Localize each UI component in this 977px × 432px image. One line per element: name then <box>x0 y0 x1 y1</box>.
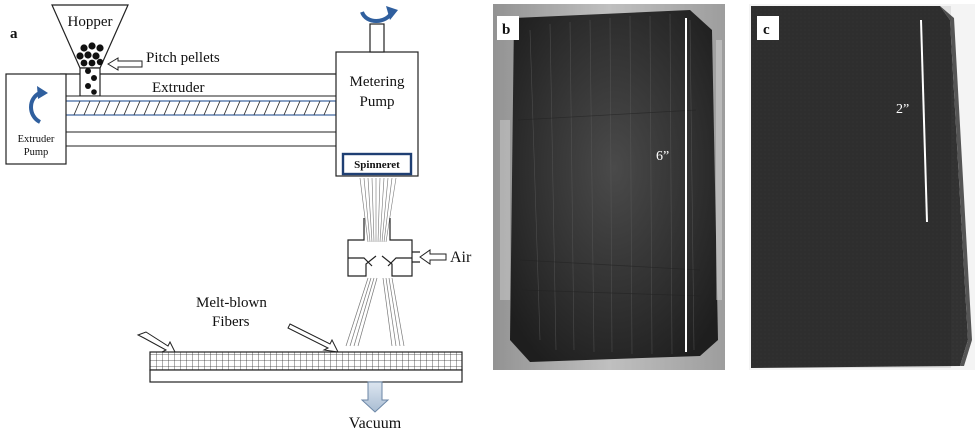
melt-blown-fibers-pointer: Melt-blown Fibers <box>136 295 339 355</box>
pitch-pellets-pile <box>76 42 104 95</box>
panel-a-letter: a <box>10 26 18 42</box>
hopper: Hopper <box>51 4 129 97</box>
panel-b-scale-label: 6” <box>656 149 669 164</box>
pitch-pellets-pointer: Pitch pellets <box>107 50 220 71</box>
air-pointer: Air <box>419 249 472 266</box>
air-label: Air <box>450 249 472 266</box>
panel-b-letter: b <box>502 22 510 38</box>
panel-c-letter: c <box>763 22 770 38</box>
vacuum-label: Vacuum <box>349 415 402 432</box>
fiber-jets <box>345 277 405 347</box>
metering-pump-label-line1: Metering <box>350 74 405 90</box>
panel-c-scale-bar <box>920 19 928 223</box>
extruder-label: Extruder <box>152 80 204 96</box>
hopper-label: Hopper <box>68 14 113 30</box>
panel-c-scale-label: 2” <box>896 102 909 117</box>
extruder-pump-label-line2: Pump <box>24 147 49 158</box>
melt-blown-label-line1: Melt-blown <box>196 295 267 311</box>
spinneret: Spinneret <box>341 152 413 176</box>
rotation-arrow-icon <box>29 86 48 124</box>
melt-blown-label-line2: Fibers <box>212 314 250 330</box>
fiber-strands-upper <box>359 177 397 243</box>
extruder-screw <box>39 100 337 116</box>
metering-pump: Metering Pump <box>335 6 419 177</box>
metering-pump-label-line2: Pump <box>359 94 394 110</box>
extruder-pump: Extruder Pump <box>5 73 67 165</box>
vacuum-pointer: Vacuum <box>349 381 402 432</box>
panel-c-photo: c 2” <box>749 4 975 370</box>
panel-b-photo: b 6” <box>493 4 725 370</box>
rotation-arrow-icon <box>360 6 398 23</box>
pitch-pellets-label: Pitch pellets <box>146 50 220 66</box>
panel-a-schematic: a Hopper Pitch pellets <box>5 4 472 432</box>
collector-belt <box>149 351 463 383</box>
extruder-pump-label-line1: Extruder <box>18 134 55 145</box>
air-die <box>347 218 420 277</box>
spinneret-label: Spinneret <box>354 159 400 171</box>
